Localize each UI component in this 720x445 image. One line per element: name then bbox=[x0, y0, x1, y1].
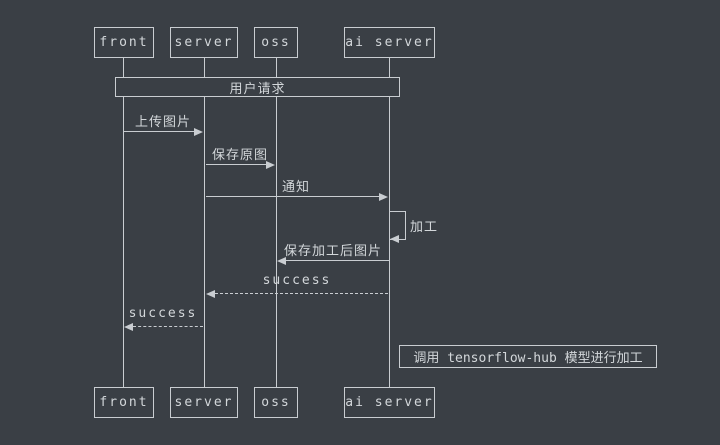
message-label-save-original: 保存原图 bbox=[211, 148, 269, 163]
message-label-notify: 通知 bbox=[281, 180, 311, 195]
message-label-process: 加工 bbox=[410, 220, 439, 235]
message-line-upload-image bbox=[124, 131, 196, 132]
message-line-save-original bbox=[206, 164, 268, 165]
lifeline-oss bbox=[275, 58, 277, 387]
arrowhead-left-icon bbox=[206, 290, 215, 298]
lifeline-server bbox=[203, 58, 205, 387]
actor-top-oss: oss bbox=[254, 27, 298, 58]
actor-bottom-oss: oss bbox=[254, 387, 298, 418]
actor-label: server bbox=[174, 395, 234, 410]
message-line-save-processed bbox=[285, 260, 389, 261]
message-line-success-2 bbox=[133, 326, 203, 327]
note-tensorflow-hub: 调用 tensorflow-hub 模型进行加工 bbox=[399, 345, 657, 368]
actor-bottom-front: front bbox=[94, 387, 154, 418]
actor-bottom-ai-server: ai server bbox=[344, 387, 435, 418]
actor-bottom-server: server bbox=[170, 387, 238, 418]
note-label: 调用 tensorflow-hub 模型进行加工 bbox=[413, 351, 643, 366]
actor-label: front bbox=[99, 35, 149, 50]
actor-top-ai-server: ai server bbox=[344, 27, 435, 58]
message-label-save-processed: 保存加工后图片 bbox=[283, 244, 383, 259]
actor-label: front bbox=[99, 395, 149, 410]
arrowhead-left-icon bbox=[124, 323, 133, 331]
message-line-success-1 bbox=[215, 293, 388, 294]
arrowhead-right-icon bbox=[266, 161, 275, 169]
message-label-upload-image: 上传图片 bbox=[134, 115, 192, 130]
lifeline-ai-server bbox=[388, 58, 390, 387]
actor-top-server: server bbox=[170, 27, 238, 58]
arrowhead-right-icon bbox=[379, 193, 388, 201]
actor-label: oss bbox=[261, 35, 291, 50]
arrowhead-right-icon bbox=[194, 128, 203, 136]
band-label: 用户请求 bbox=[229, 81, 286, 97]
message-label-success-2: success bbox=[128, 306, 198, 321]
arrowhead-left-icon bbox=[390, 235, 399, 243]
actor-label: ai server bbox=[345, 395, 434, 410]
lifeline-front bbox=[122, 58, 124, 387]
message-label-success-1: success bbox=[262, 273, 332, 288]
actor-top-front: front bbox=[94, 27, 154, 58]
arrowhead-left-icon bbox=[277, 257, 286, 265]
actor-label: oss bbox=[261, 395, 291, 410]
message-line-notify bbox=[206, 196, 381, 197]
band-user-request: 用户请求 bbox=[115, 77, 400, 97]
actor-label: server bbox=[174, 35, 234, 50]
actor-label: ai server bbox=[345, 35, 434, 50]
